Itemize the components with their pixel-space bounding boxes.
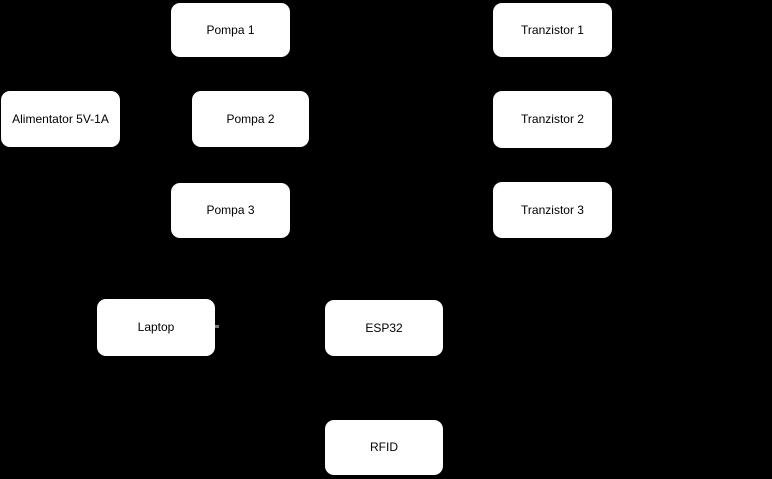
node-pompa-1[interactable]: Pompa 1 [171, 3, 290, 57]
node-label: Laptop [137, 320, 175, 335]
node-label: Tranzistor 1 [521, 22, 584, 37]
node-label: Tranzistor 2 [521, 112, 584, 127]
node-label: Tranzistor 3 [521, 202, 584, 217]
node-label: Pompa 1 [206, 22, 255, 37]
node-tranzistor-1[interactable]: Tranzistor 1 [493, 3, 612, 57]
node-esp32[interactable]: ESP32 [325, 300, 443, 356]
node-tranzistor-3[interactable]: Tranzistor 3 [493, 182, 612, 238]
node-pompa-2[interactable]: Pompa 2 [192, 91, 309, 147]
node-rfid[interactable]: RFID [325, 420, 443, 475]
node-laptop[interactable]: Laptop [97, 299, 215, 356]
node-alimentator-5v-1a[interactable]: Alimentator 5V-1A [1, 91, 120, 147]
node-label: Alimentator 5V-1A [12, 111, 109, 126]
node-label: ESP32 [365, 320, 403, 335]
node-pompa-3[interactable]: Pompa 3 [171, 183, 290, 238]
node-label: Pompa 3 [206, 203, 255, 218]
node-label: Pompa 2 [226, 111, 275, 126]
node-label: RFID [370, 440, 398, 455]
node-tranzistor-2[interactable]: Tranzistor 2 [493, 91, 612, 148]
connector-endpoint [215, 325, 219, 328]
